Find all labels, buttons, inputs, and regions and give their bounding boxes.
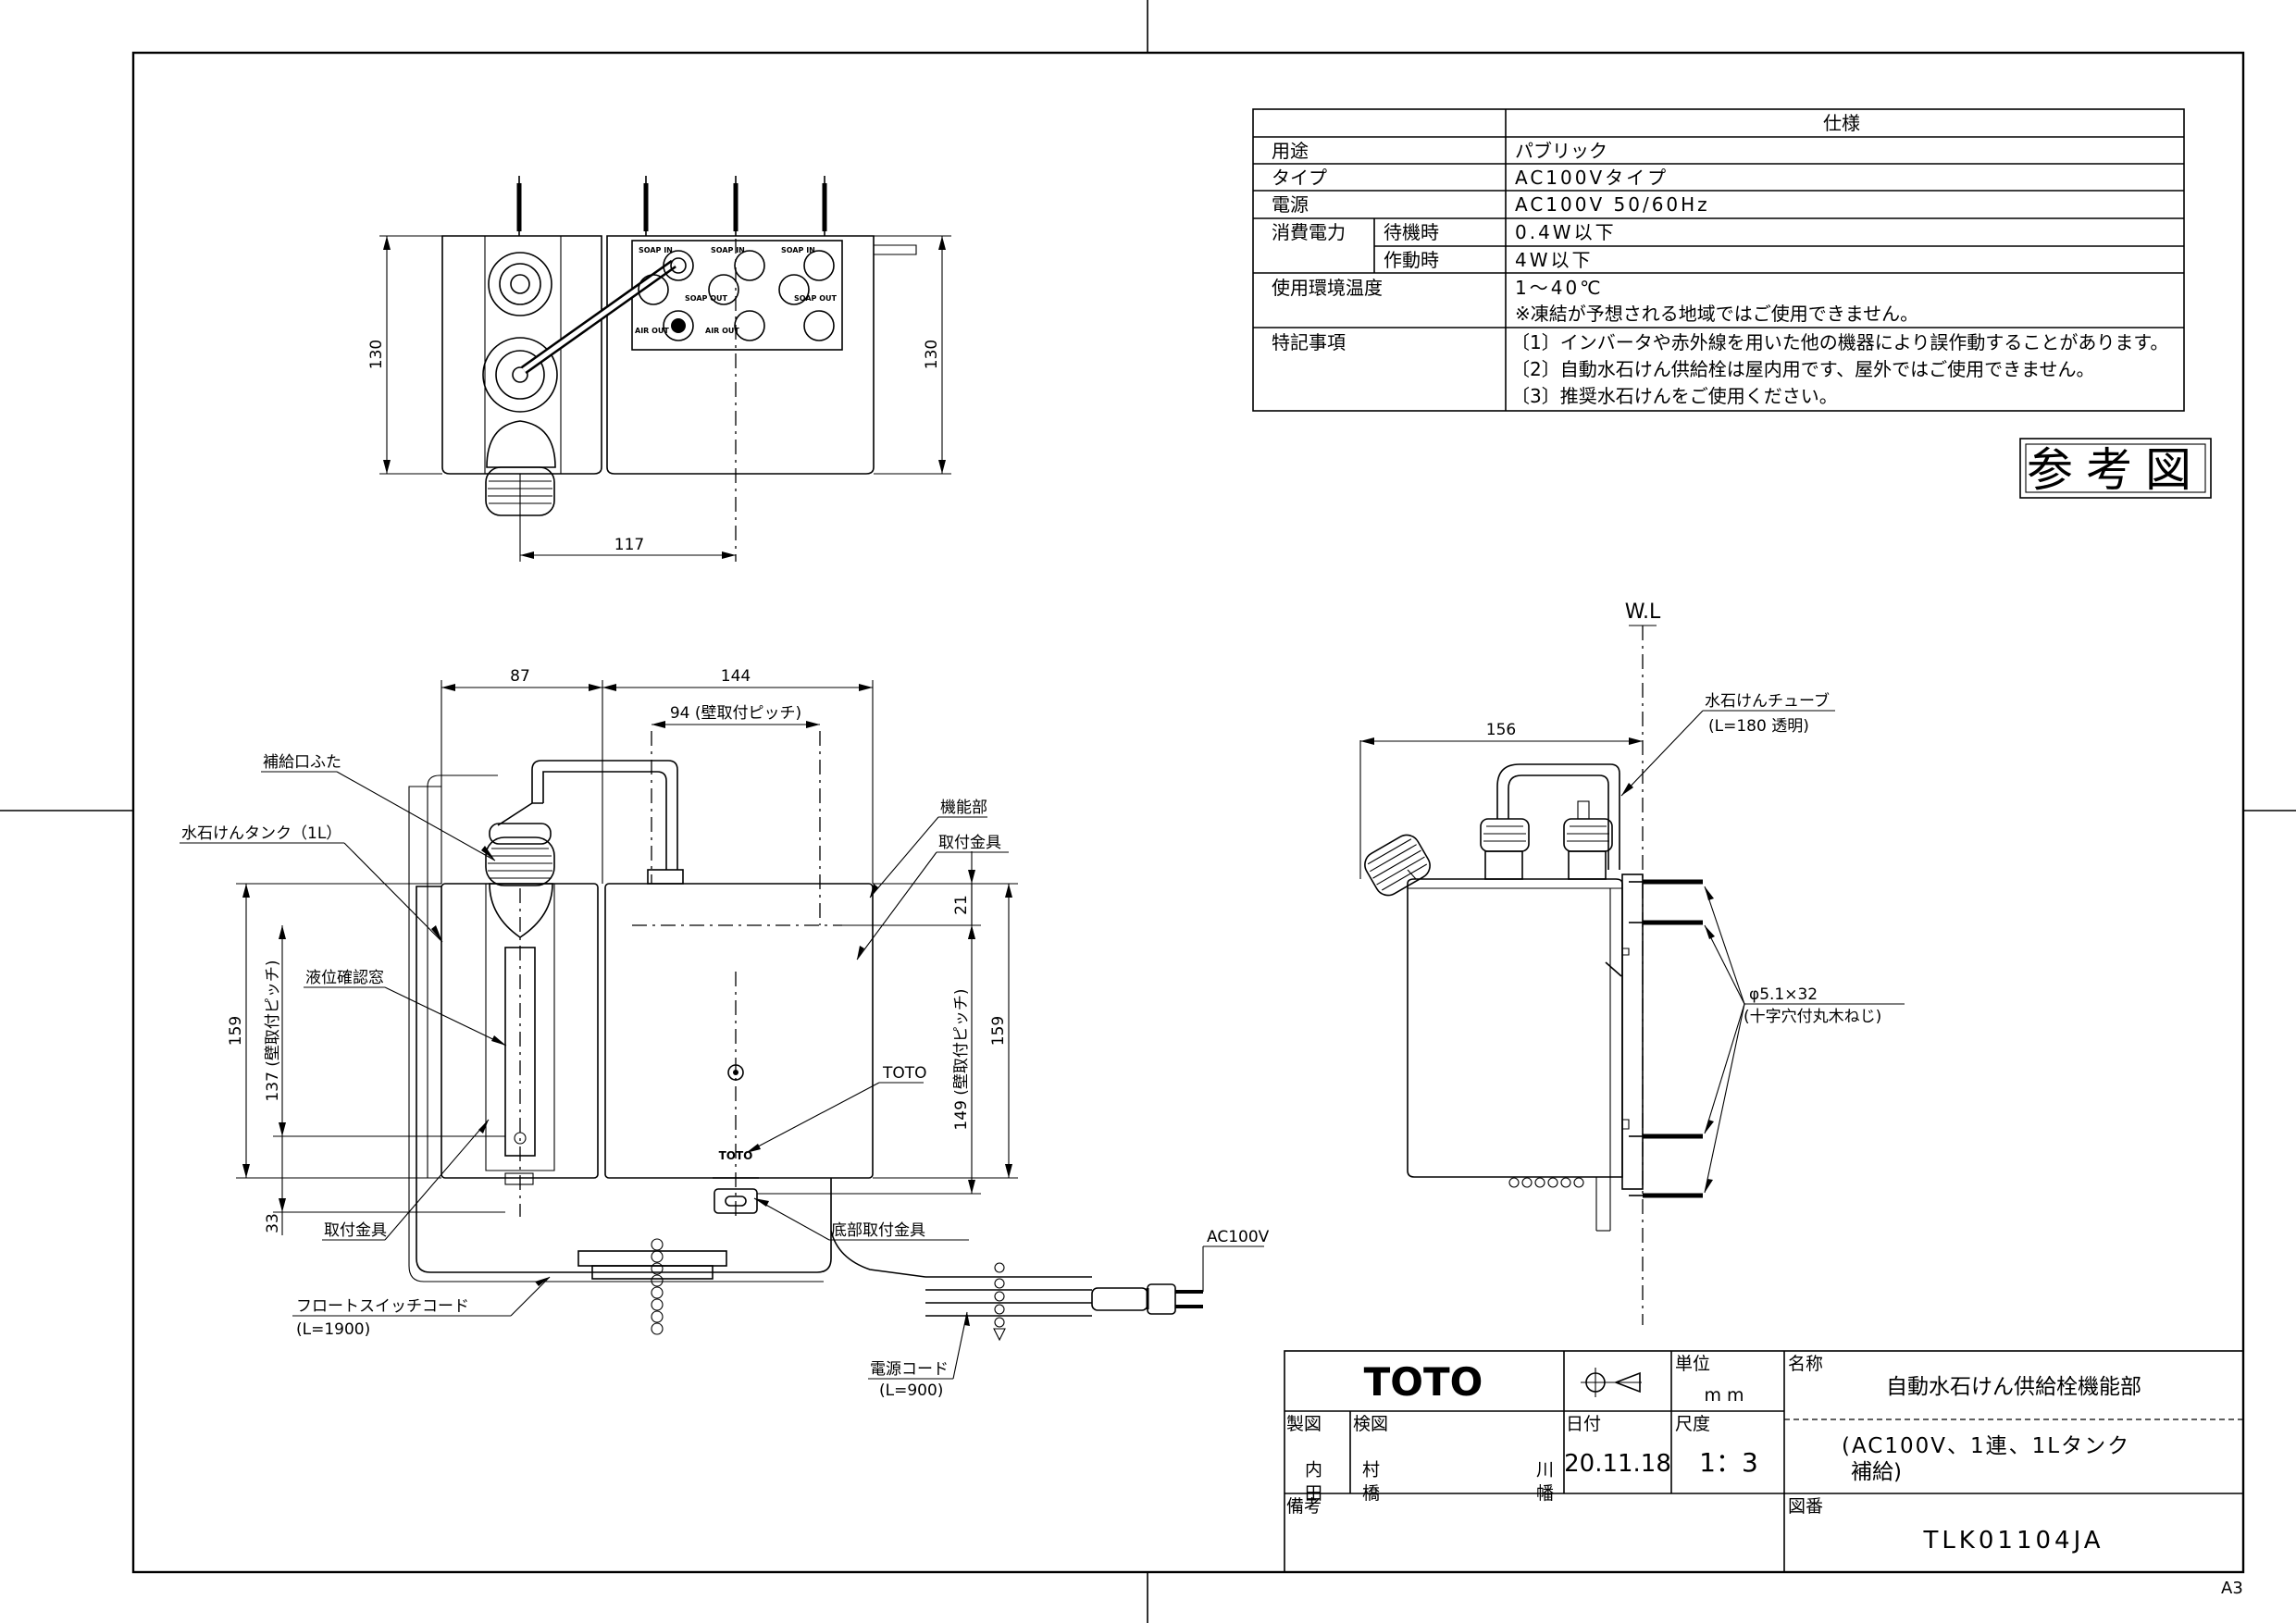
date-value: 20.11.18 [1564, 1450, 1671, 1478]
label-float-cord: フロートスイッチコード [296, 1297, 469, 1316]
label-water-line: W.L [1625, 601, 1661, 624]
label-float-cord-length: (L=1900) [296, 1320, 370, 1339]
spec-note-1: 〔1〕インバータや赤外線を用いた他の機器により誤作動することがあります。 [1511, 331, 2168, 353]
reference-stamp-text: 参考図 [2027, 443, 2204, 497]
spec-value-type: AC100Vタイプ [1515, 167, 1669, 189]
checked-label: 検図 [1353, 1414, 1388, 1434]
drawing-no-label: 図番 [1788, 1496, 1823, 1517]
spec-value-power: AC100V 50/60Hz [1515, 193, 1710, 216]
label-bracket-right: 取付金具 [938, 834, 1001, 852]
spec-sub-standby: 待機時 [1384, 221, 1439, 243]
side-view: W.L [1359, 601, 1905, 1325]
spec-label-notes: 特記事項 [1272, 331, 1346, 353]
remarks-label: 備考 [1286, 1496, 1322, 1517]
dim-side-width: 156 [1486, 721, 1516, 739]
label-screw-type: (十字穴付丸木ねじ) [1744, 1008, 1881, 1026]
spec-note-2: 〔2〕自動水石けん供給栓は屋内用です、屋外ではご使用できません。 [1511, 358, 2095, 380]
spec-label-consumption: 消費電力 [1272, 221, 1346, 243]
unit-label: 単位 [1675, 1354, 1710, 1374]
label-screw: φ5.1×32 [1749, 985, 1818, 1004]
label-soap-tank: 水石けんタンク（1L） [181, 824, 341, 843]
spec-value-usage: パブリック [1515, 140, 1607, 162]
label-bottom-bracket: 底部取付金具 [831, 1221, 925, 1240]
label-soap-tube-length: (L=180 透明) [1708, 717, 1809, 736]
dim-front-pitch-right: 149 (壁取付ピッチ) [952, 988, 971, 1130]
dim-front-height-left: 159 [227, 1016, 245, 1046]
port-label: SOAP IN [711, 246, 745, 254]
dim-front-pitch-left: 137 (壁取付ピッチ) [264, 960, 282, 1101]
spec-label-type: タイプ [1272, 167, 1327, 189]
drawn-label: 製図 [1286, 1414, 1322, 1434]
title-block: TOTO 単位 mm 名称 自動水石けん供給栓機能部 (AC100V、1連、1L… [1284, 1350, 2244, 1573]
spec-value-temperature: 1〜40℃ [1515, 277, 1604, 299]
spec-label-usage: 用途 [1272, 140, 1309, 162]
spec-label-temperature: 使用環境温度 [1272, 277, 1383, 299]
name-value: 自動水石けん供給栓機能部 [1886, 1375, 2141, 1399]
spec-header: 仕様 [1823, 112, 1860, 134]
label-power-cord-length: (L=900) [879, 1381, 943, 1400]
spec-sub-operating: 作動時 [1384, 249, 1439, 271]
brand-logo: TOTO [1364, 1359, 1483, 1405]
label-toto-mark: TOTO [882, 1064, 927, 1083]
unit-value: mm [1704, 1385, 1749, 1406]
label-level-window: 液位確認窓 [305, 969, 384, 987]
label-ac100v: AC100V [1207, 1228, 1270, 1246]
spec-note-3: 〔3〕推奨水石けんをご使用ください。 [1511, 385, 1838, 407]
projection-symbol-icon [1581, 1368, 1642, 1397]
label-power-cord: 電源コード [870, 1360, 949, 1379]
dim-top-height-right: 130 [923, 340, 941, 369]
spec-label-power: 電源 [1272, 193, 1309, 216]
dim-front-pitch: 94 (壁取付ピッチ) [670, 704, 801, 723]
paper-size: A3 [2221, 1579, 2243, 1598]
dim-front-unit-width: 144 [721, 667, 751, 686]
scale-value: 1：3 [1699, 1447, 1758, 1478]
spec-value-operating: 4W以下 [1515, 249, 1594, 271]
port-label: SOAP IN [781, 246, 815, 254]
front-view: TOTO [180, 667, 1270, 1400]
port-label: SOAP IN [639, 246, 673, 254]
top-view: SOAP IN SOAP IN SOAP IN SOAP OUT SOAP OU… [367, 176, 951, 562]
name-sub-2: 補給) [1851, 1460, 1902, 1484]
port-label: SOAP OUT [685, 294, 727, 303]
name-sub-1: (AC100V、1連、1Lタンク [1842, 1434, 2130, 1458]
dim-front-height-right: 159 [989, 1016, 1008, 1046]
label-function-unit: 機能部 [940, 799, 987, 817]
spec-value-standby: 0.4W以下 [1515, 221, 1617, 243]
dim-top-height-left: 130 [367, 340, 386, 369]
drawing-number: TLK01104JA [1922, 1527, 2104, 1555]
spec-note-temperature: ※凍結が予想される地域ではご使用できません。 [1515, 303, 1918, 325]
port-label: AIR OUT [635, 327, 669, 335]
dim-top-width: 117 [614, 536, 644, 554]
checked-names-2: 川 幡 [1533, 1460, 1554, 1501]
drawn-names: 内 田 [1302, 1460, 1322, 1501]
dim-front-tank-width: 87 [510, 667, 530, 686]
reference-stamp: 参考図 [2019, 438, 2212, 499]
dim-front-top-right: 21 [952, 895, 971, 915]
port-label: AIR OUT [705, 327, 739, 335]
label-bracket-left: 取付金具 [324, 1221, 387, 1240]
port-label: SOAP OUT [794, 294, 837, 303]
label-soap-tube: 水石けんチューブ [1705, 691, 1830, 711]
scale-label: 尺度 [1675, 1414, 1710, 1434]
dim-front-bottom: 33 [264, 1213, 282, 1233]
checked-names: 村 橋 [1359, 1460, 1380, 1502]
date-label: 日付 [1566, 1414, 1601, 1434]
label-refill-cap: 補給口ふた [263, 753, 341, 772]
spec-table: 仕様 用途 パブリック タイプ AC100Vタイプ 電源 AC100V 50/6… [1252, 108, 2185, 412]
name-label: 名称 [1788, 1354, 1823, 1374]
